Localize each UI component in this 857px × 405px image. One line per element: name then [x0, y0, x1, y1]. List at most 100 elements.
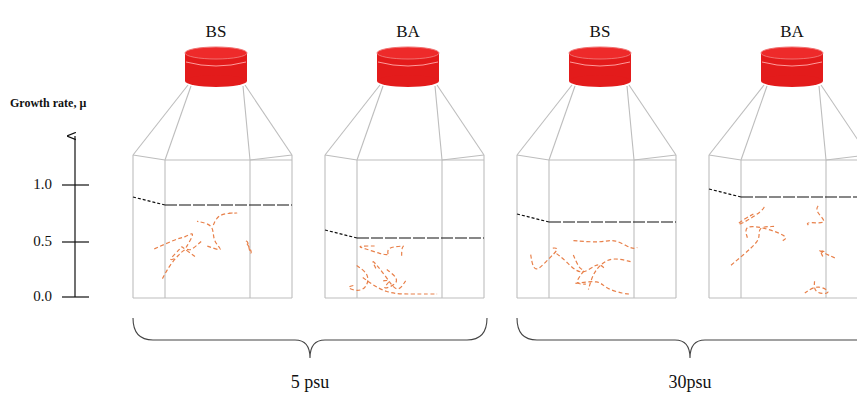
tick — [62, 241, 89, 242]
flask-outline — [709, 155, 741, 160]
flask-outline — [245, 85, 292, 155]
culture-flask: BS — [517, 0, 677, 300]
flask-outline — [442, 155, 484, 160]
growth-level — [549, 221, 676, 222]
flask-outline — [634, 155, 676, 160]
flask-outline — [826, 155, 857, 160]
flask-outline — [325, 155, 357, 160]
flask-outline — [291, 155, 292, 298]
flask-outline — [435, 86, 442, 160]
flask-cap — [377, 47, 439, 87]
flask-outline — [740, 160, 741, 298]
flask-outline — [243, 86, 250, 160]
flask-outline — [709, 85, 764, 155]
flask-drawing — [709, 0, 857, 300]
y-axis — [74, 136, 75, 297]
flask-outline — [164, 160, 165, 298]
flask-outline — [675, 155, 676, 298]
cell-filament — [805, 281, 828, 293]
tick — [62, 296, 89, 297]
cell-filament — [349, 266, 368, 291]
flask-outline — [132, 155, 133, 298]
tick-label: 0.5 — [33, 233, 52, 250]
cell-filament — [588, 259, 630, 289]
cell-filament — [531, 248, 557, 269]
flask-outline — [165, 86, 191, 160]
cell-filament — [746, 227, 786, 241]
growth-level — [517, 214, 549, 222]
flask-outline — [517, 85, 572, 155]
growth-level — [357, 237, 484, 238]
growth-level — [133, 197, 165, 205]
culture-flask: BA — [325, 0, 485, 300]
axis-title: Growth rate, μ — [10, 96, 86, 111]
flask-outline — [325, 297, 484, 298]
cell-filament — [573, 255, 586, 284]
flask-outline — [819, 86, 826, 160]
cell-filament — [213, 213, 236, 225]
flask-outline — [709, 297, 857, 298]
flask-outline — [548, 160, 549, 298]
cell-filament — [573, 241, 637, 249]
flask-outline — [325, 85, 380, 155]
flask-cap — [569, 47, 631, 87]
flask-outline — [437, 85, 484, 155]
cell-filament — [819, 250, 835, 258]
flask-outline — [741, 86, 767, 160]
flask-outline — [133, 85, 188, 155]
flask-outline — [627, 86, 634, 160]
cell-filament — [162, 241, 201, 278]
growth-level — [741, 196, 857, 197]
flask-outline — [825, 160, 826, 298]
cell-filament — [738, 205, 764, 224]
group-bracket — [517, 318, 857, 358]
cell-filament — [171, 247, 195, 260]
cell-filament — [383, 268, 396, 288]
cell-filament — [731, 226, 774, 265]
flask-outline — [324, 155, 325, 298]
group-label: 30psu — [668, 372, 711, 393]
cell-filament — [555, 252, 604, 272]
flask-outline — [741, 159, 857, 160]
cell-filament — [154, 234, 192, 249]
flask-label: BA — [358, 22, 458, 42]
cell-filament — [363, 278, 437, 294]
cell-filament — [388, 246, 404, 256]
flask-outline — [356, 160, 357, 298]
flask-outline — [133, 155, 165, 160]
tick-label: 1.0 — [33, 176, 52, 193]
flask-outline — [249, 160, 250, 298]
flask-drawing — [133, 0, 293, 300]
flask-outline — [549, 159, 676, 160]
group-label: 5 psu — [291, 372, 330, 393]
flask-outline — [441, 160, 442, 298]
cell-filament — [246, 241, 252, 253]
flask-outline — [483, 155, 484, 298]
flask-outline — [517, 155, 549, 160]
flask-cap — [761, 47, 823, 87]
culture-flask: BA — [709, 0, 857, 300]
flask-drawing — [517, 0, 677, 300]
cell-filament — [373, 262, 406, 289]
tick — [62, 184, 89, 185]
flask-label: BA — [742, 22, 842, 42]
cell-filament — [197, 221, 220, 249]
tick-label: 0.0 — [33, 288, 52, 305]
flask-drawing — [325, 0, 485, 300]
growth-level — [325, 230, 357, 238]
flask-outline — [629, 85, 676, 155]
flask-outline — [250, 155, 292, 160]
cell-filament — [575, 282, 631, 294]
growth-level — [709, 189, 741, 197]
cell-filament — [807, 205, 823, 225]
flask-label: BS — [166, 22, 266, 42]
flask-outline — [357, 159, 484, 160]
flask-outline — [516, 155, 517, 298]
flask-cap — [185, 47, 247, 87]
cell-filament — [360, 246, 387, 255]
flask-outline — [517, 297, 676, 298]
flask-outline — [549, 86, 575, 160]
flask-outline — [633, 160, 634, 298]
culture-flask: BS — [133, 0, 293, 300]
flask-label: BS — [550, 22, 650, 42]
